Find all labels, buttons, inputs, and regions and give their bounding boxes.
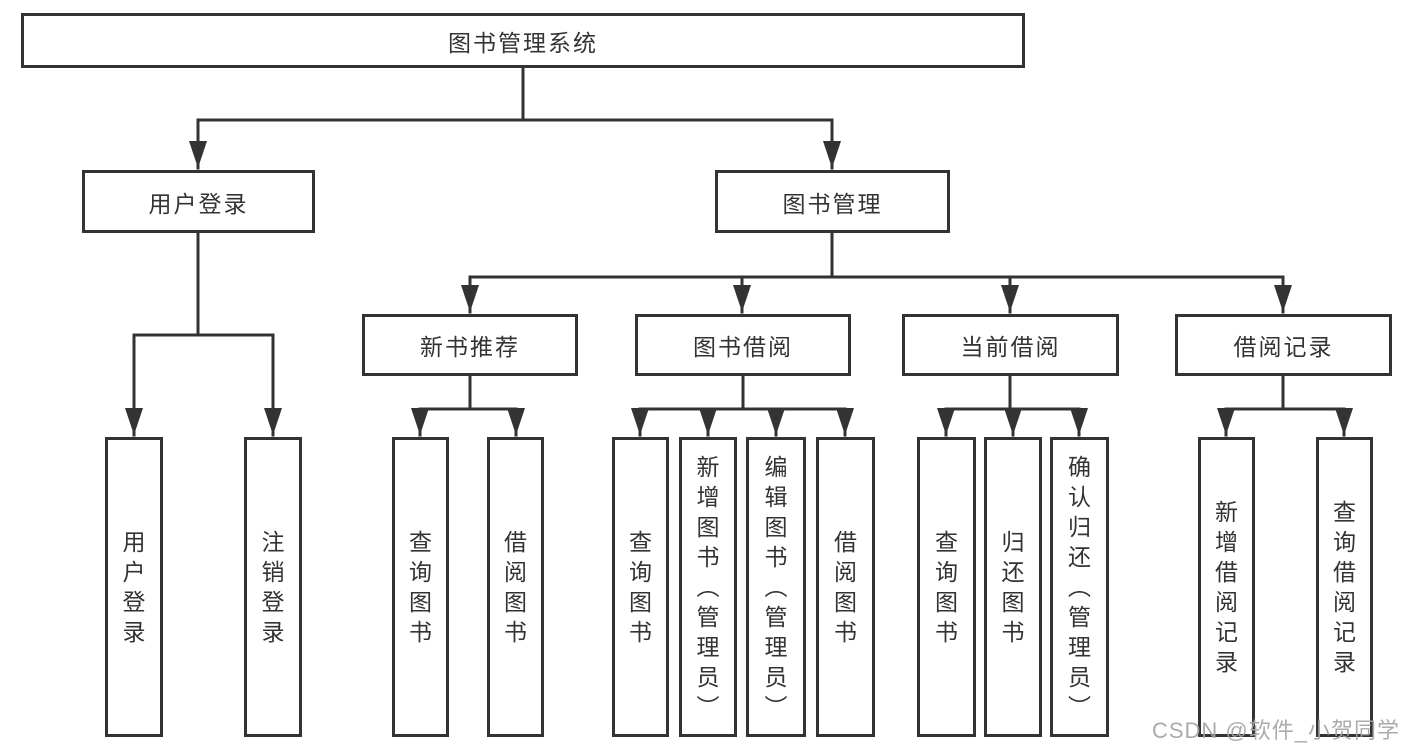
leaf-borrow-query-books: 查询图书 <box>612 437 669 737</box>
leaf-newbook-borrow-books-label: 借阅图书 <box>504 529 527 645</box>
leaf-current-query-books-label: 查询图书 <box>935 529 958 645</box>
leaf-return-books-label: 归还图书 <box>1001 529 1025 645</box>
node-book-management-label: 图书管理 <box>782 190 883 217</box>
leaf-newbook-query-books-label: 查询图书 <box>409 529 432 645</box>
leaf-logout-label: 注销登录 <box>261 529 285 645</box>
leaf-current-query-books: 查询图书 <box>917 437 976 737</box>
leaf-borrow-borrow-books: 借阅图书 <box>816 437 875 737</box>
node-new-book-recommend: 新书推荐 <box>362 314 578 376</box>
leaf-newbook-borrow-books: 借阅图书 <box>487 437 544 737</box>
node-borrow-records-label: 借阅记录 <box>1233 334 1334 360</box>
leaf-query-borrow-record: 查询借阅记录 <box>1316 437 1373 737</box>
leaf-logout: 注销登录 <box>244 437 302 737</box>
leaf-add-borrow-record-label: 新增借阅记录 <box>1215 499 1238 675</box>
node-root-label: 图书管理系统 <box>448 29 598 56</box>
leaf-user-login: 用户登录 <box>105 437 163 737</box>
leaf-borrow-borrow-books-label: 借阅图书 <box>834 529 857 645</box>
node-new-book-recommend-label: 新书推荐 <box>420 334 520 360</box>
node-book-management: 图书管理 <box>715 170 950 233</box>
leaf-return-books: 归还图书 <box>984 437 1042 737</box>
leaf-add-book-admin: 新增图书︵管理员︶ <box>679 437 737 737</box>
node-book-borrow-label: 图书借阅 <box>693 334 793 360</box>
node-current-borrow: 当前借阅 <box>902 314 1119 376</box>
node-current-borrow-label: 当前借阅 <box>960 334 1061 360</box>
leaf-query-borrow-record-label: 查询借阅记录 <box>1333 499 1356 675</box>
node-user-login: 用户登录 <box>82 170 315 233</box>
leaf-newbook-query-books: 查询图书 <box>392 437 449 737</box>
node-root-system: 图书管理系统 <box>21 13 1025 68</box>
node-user-login-label: 用户登录 <box>148 190 249 217</box>
leaf-user-login-label: 用户登录 <box>122 529 146 645</box>
leaf-edit-book-admin: 编辑图书︵管理员︶ <box>746 437 806 737</box>
leaf-confirm-return-admin: 确认归还︵管理员︶ <box>1050 437 1109 737</box>
csdn-watermark: CSDN @软件_小贺同学 <box>1151 718 1400 743</box>
node-book-borrow: 图书借阅 <box>635 314 851 376</box>
leaf-edit-book-admin-label: 编辑图书︵管理员︶ <box>764 454 788 720</box>
leaf-add-borrow-record: 新增借阅记录 <box>1198 437 1255 737</box>
leaf-confirm-return-admin-label: 确认归还︵管理员︶ <box>1068 454 1091 720</box>
leaf-add-book-admin-label: 新增图书︵管理员︶ <box>696 454 720 720</box>
leaf-borrow-query-books-label: 查询图书 <box>629 529 652 645</box>
node-borrow-records: 借阅记录 <box>1175 314 1392 376</box>
